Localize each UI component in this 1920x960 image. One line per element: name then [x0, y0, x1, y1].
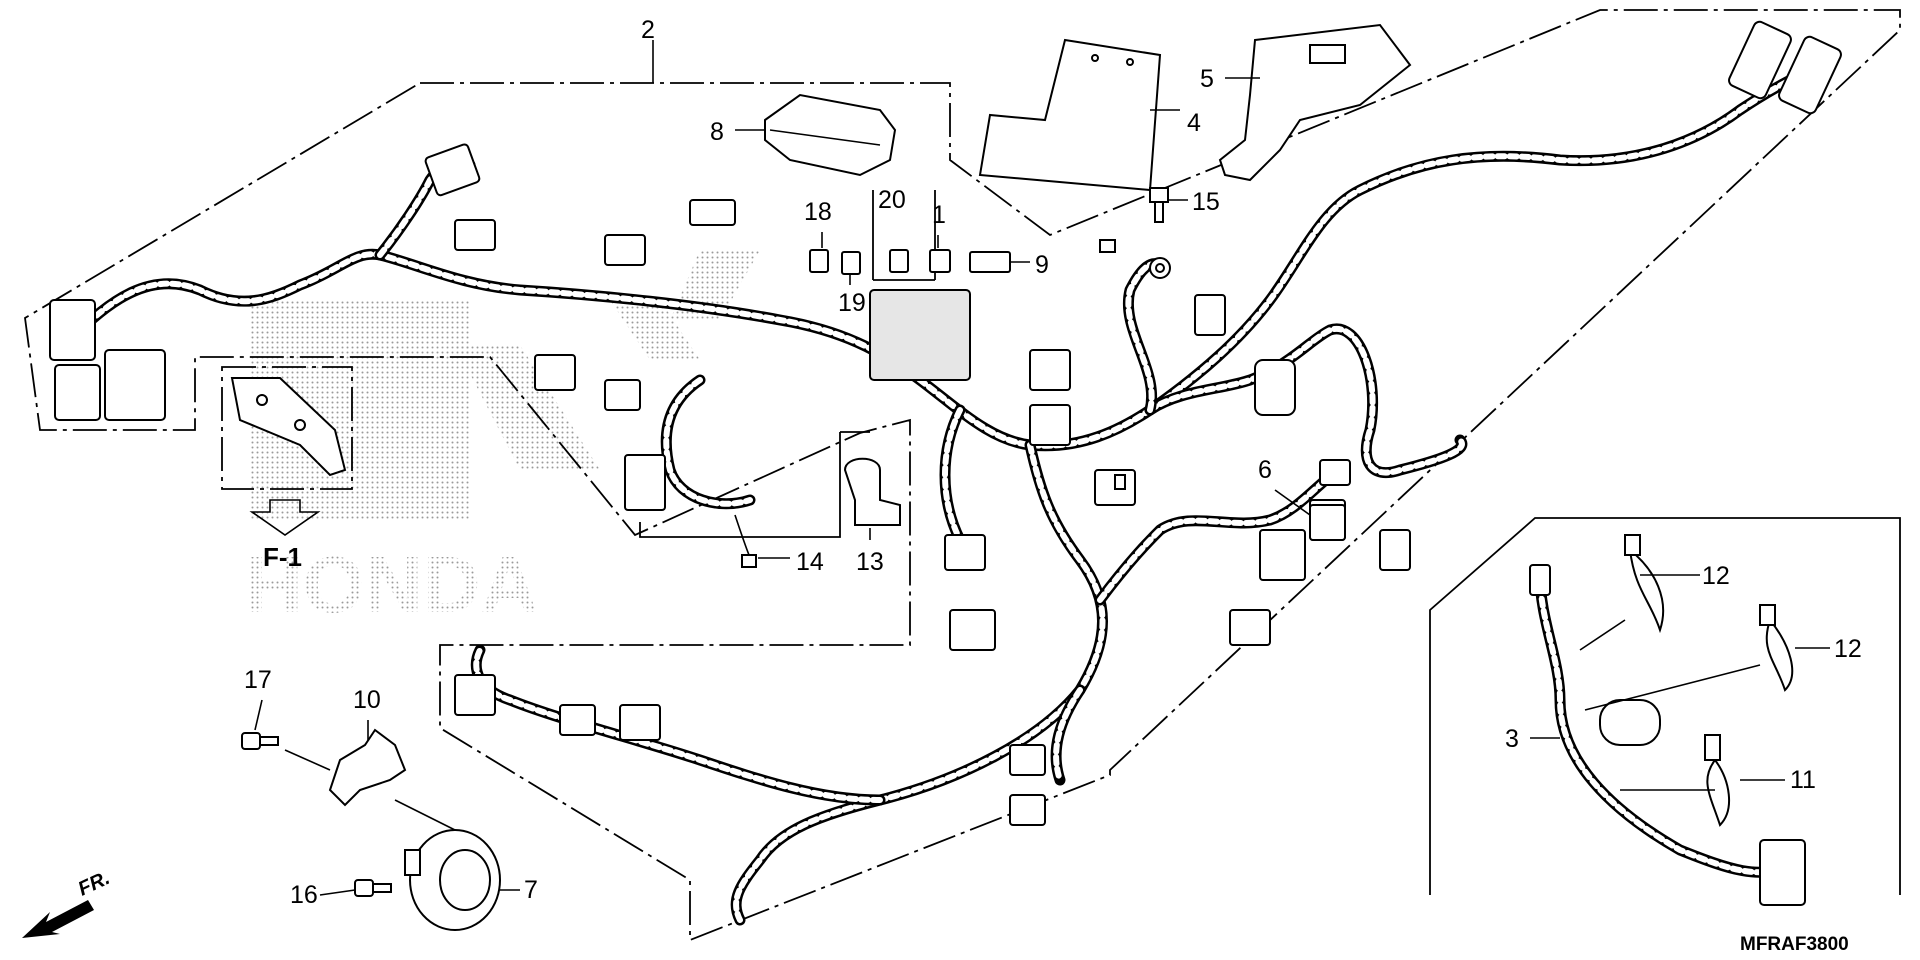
callout-4: 4 [1187, 109, 1201, 137]
front-direction-arrow: FR. [22, 867, 113, 938]
sub-harness-3 [1529, 534, 1806, 906]
front-direction-label: FR. [75, 867, 113, 901]
callout-19: 19 [838, 289, 866, 317]
leader-lines [254, 40, 1830, 896]
loose-parts [230, 23, 1412, 931]
callout-13: 13 [856, 548, 884, 576]
callout-1: 1 [932, 201, 946, 229]
callout-2: 2 [641, 16, 655, 44]
harness-outline [24, 9, 1901, 942]
callout-12-upper: 12 [1702, 562, 1730, 590]
callout-5: 5 [1200, 65, 1214, 93]
view-reference-label: F-1 [263, 542, 302, 572]
callout-15: 15 [1192, 188, 1220, 216]
callout-16: 16 [290, 881, 318, 909]
view-arrow [249, 499, 321, 536]
callout-20: 20 [878, 186, 906, 214]
callout-10: 10 [353, 686, 381, 714]
clip-box [639, 431, 870, 538]
callout-8: 8 [710, 118, 724, 146]
callout-17: 17 [244, 666, 272, 694]
f1-view-box [221, 366, 353, 490]
callout-11: 11 [1790, 766, 1816, 794]
diagram-code: MFRAF3800 [1740, 934, 1849, 955]
callout-6: 6 [1258, 456, 1272, 484]
callout-9: 9 [1035, 251, 1049, 279]
callout-14: 14 [796, 548, 824, 576]
callout-3: 3 [1505, 725, 1519, 753]
watermark-text: HONDA [245, 540, 538, 629]
callout-labels: 2 8 4 5 15 18 20 1 9 19 6 14 13 3 12 12 … [244, 16, 1862, 909]
callout-7: 7 [524, 876, 538, 904]
main-wire-harness [64, 64, 1816, 926]
callout-18: 18 [804, 198, 832, 226]
inset-box [1429, 517, 1901, 895]
callout-12-lower: 12 [1834, 635, 1862, 663]
harness-connectors [49, 20, 1842, 826]
